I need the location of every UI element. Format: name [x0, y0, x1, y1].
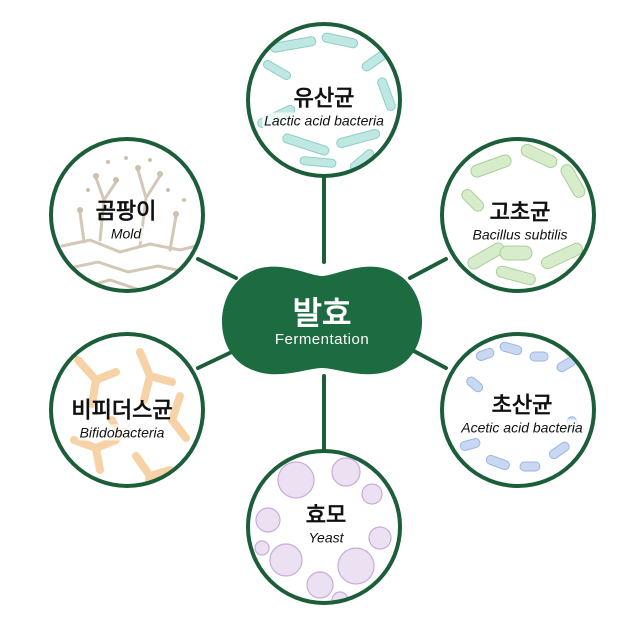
node-bacillus-subtilis [440, 137, 596, 293]
connector-lines [196, 174, 448, 453]
bacillus-name-kr: 고초균 [489, 200, 551, 226]
mold-illustration [60, 156, 198, 291]
bacillus-name-en: Bacillus subtilis [470, 226, 570, 243]
label-bifidobacteria: 비피더스균 Bifidobacteria [71, 398, 173, 442]
label-bacillus-subtilis: 고초균 Bacillus subtilis [470, 200, 570, 244]
yeast-name-kr: 효모 [305, 503, 347, 529]
acetic-name-kr: 초산균 [491, 393, 553, 419]
lactic-name-kr: 유산균 [293, 86, 355, 112]
mold-name-en: Mold [108, 225, 144, 242]
lactic-name-en: Lactic acid bacteria [262, 112, 386, 129]
connector-bacillus [408, 257, 448, 280]
acetic-name-en: Acetic acid bacteria [459, 419, 585, 436]
yeast-illustration [254, 457, 392, 603]
bacillus-illustration [461, 144, 586, 286]
node-yeast [246, 449, 402, 605]
label-lactic-acid-bacteria: 유산균 Lactic acid bacteria [262, 87, 386, 130]
center-subtitle: Fermentation [274, 331, 370, 348]
node-bifidobacteria [49, 332, 205, 488]
mold-name-kr: 곰팡이 [95, 199, 157, 225]
center-label: 발효 Fermentation [275, 295, 369, 349]
connector-acetic [410, 348, 448, 370]
connector-mold [196, 257, 238, 280]
node-mold [49, 137, 205, 293]
connector-bifido [196, 348, 238, 370]
center-blob [221, 266, 423, 375]
label-mold: 곰팡이 Mold [95, 199, 157, 243]
yeast-name-en: Yeast [306, 529, 346, 546]
label-acetic-acid-bacteria: 초산균 Acetic acid bacteria [459, 393, 585, 437]
center-title: 발효 [292, 294, 352, 332]
label-yeast: 효모 Yeast [306, 504, 346, 547]
bifido-name-kr: 비피더스균 [71, 398, 173, 424]
bifido-name-en: Bifidobacteria [77, 424, 167, 441]
